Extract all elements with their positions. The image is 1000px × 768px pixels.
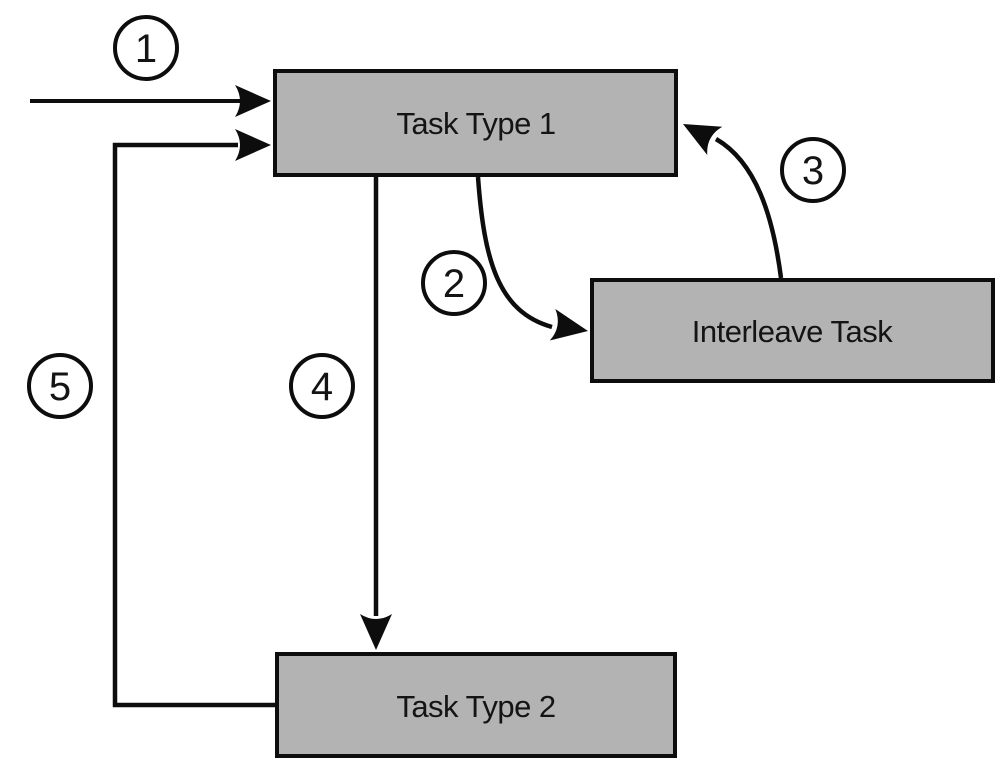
edge-4-arrow bbox=[360, 177, 392, 650]
edge-5-line bbox=[112, 142, 275, 708]
edge-2-arrow bbox=[475, 176, 588, 341]
edge-2-arrowhead-icon bbox=[549, 308, 588, 341]
edge-3-arrow bbox=[683, 124, 784, 279]
edge-1-arrow bbox=[30, 85, 271, 117]
step-badge-4-circle bbox=[289, 353, 355, 419]
edge-3-arrowhead-icon bbox=[683, 124, 723, 156]
step-badge-2-number: 2 bbox=[443, 262, 465, 306]
edge-2-line bbox=[475, 176, 553, 330]
node-interleave-task-label: Interleave Task bbox=[692, 314, 893, 349]
node-interleave-task-box bbox=[590, 278, 995, 383]
edge-5-arrowhead-icon bbox=[235, 129, 271, 161]
step-badge-3: 3 bbox=[780, 137, 846, 203]
step-badge-1: 1 bbox=[113, 15, 179, 81]
step-badge-3-circle bbox=[780, 137, 846, 203]
step-badge-5: 5 bbox=[27, 353, 93, 419]
step-badge-1-circle bbox=[113, 15, 179, 81]
step-badge-3-number: 3 bbox=[802, 149, 824, 193]
node-task-type-1-box bbox=[273, 69, 678, 177]
step-badge-5-number: 5 bbox=[49, 365, 71, 409]
edge-3-line bbox=[714, 137, 784, 279]
step-badge-4-number: 4 bbox=[311, 365, 333, 409]
step-badge-2-circle bbox=[421, 250, 487, 316]
node-interleave-task: Interleave Task bbox=[590, 278, 995, 383]
step-badge-2: 2 bbox=[421, 250, 487, 316]
node-task-type-2-label: Task Type 2 bbox=[396, 689, 555, 724]
node-task-type-1-label: Task Type 1 bbox=[396, 106, 555, 141]
node-task-type-1: Task Type 1 bbox=[273, 69, 678, 177]
step-badge-5-circle bbox=[27, 353, 93, 419]
edge-4-arrowhead-icon bbox=[360, 614, 392, 650]
edge-5-arrow bbox=[112, 129, 275, 708]
step-badge-4: 4 bbox=[289, 353, 355, 419]
node-task-type-2-box bbox=[275, 652, 677, 758]
node-task-type-2: Task Type 2 bbox=[275, 652, 677, 758]
edge-1-arrowhead-icon bbox=[235, 85, 271, 117]
step-badge-1-number: 1 bbox=[135, 27, 157, 71]
